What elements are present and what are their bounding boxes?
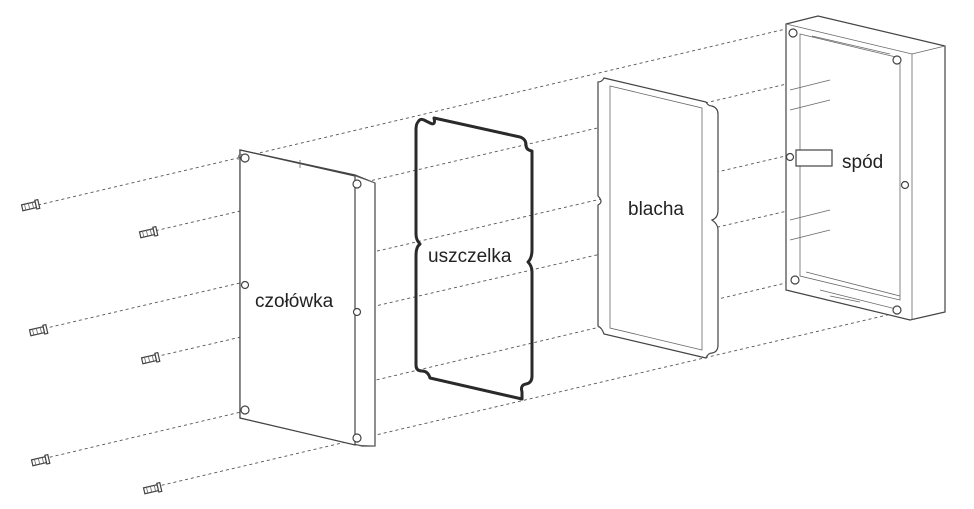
screw-icon [28,323,49,337]
screw-icon [142,481,163,495]
label-gasket: uszczelka [428,246,512,267]
screws [20,198,163,495]
screw-icon [30,453,51,467]
label-base: spód [842,152,883,173]
label-plate: blacha [628,199,684,220]
screw-icon [138,225,159,239]
label-front-cover: czołówka [255,291,334,312]
enclosure-base [785,15,946,321]
mounting-plate [597,77,719,359]
screw-icon [20,198,41,212]
screw-icon [140,351,161,365]
gasket [414,116,534,401]
front-cover [237,149,376,447]
